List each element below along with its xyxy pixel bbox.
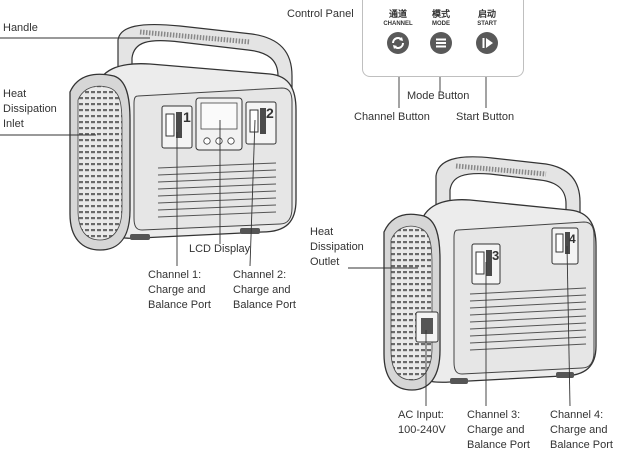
label-mode-button: Mode Button [407, 90, 470, 102]
front-handle-grip [139, 29, 251, 45]
start-button[interactable]: 启动 START [466, 10, 508, 54]
back-lower-vents [469, 287, 587, 351]
label-ac-input: AC Input:100-240V [398, 409, 446, 436]
back-device [383, 156, 597, 391]
channel-button-cn: 通道 [388, 10, 407, 20]
start-button-en: START [477, 21, 497, 27]
label-channel-button: Channel Button [354, 111, 430, 123]
mode-button-en: MODE [432, 21, 450, 27]
front-lower-vents [157, 162, 277, 218]
channel-cycle-icon [387, 32, 409, 54]
port-number-4: 4 [569, 232, 576, 246]
front-device [69, 23, 297, 251]
channel-button[interactable]: 通道 CHANNEL [377, 10, 419, 54]
front-lcd-knob-2 [215, 137, 223, 145]
port-number-1: 1 [183, 109, 191, 125]
label-start-button: Start Button [456, 111, 515, 123]
start-button-cn: 启动 [477, 10, 496, 20]
front-lcd-screen [200, 102, 238, 130]
front-lcd-knob-3 [227, 137, 235, 145]
port-number-2: 2 [266, 105, 274, 121]
label-lcd-display: LCD Display [189, 243, 251, 255]
channel-button-en: CHANNEL [383, 21, 413, 27]
label-control-panel: Control Panel [287, 8, 354, 20]
front-side-grille [77, 85, 123, 241]
front-lcd-knob-1 [203, 137, 211, 145]
port-number-3: 3 [492, 248, 500, 263]
mode-button-cn: 模式 [431, 10, 450, 20]
control-panel: 通道 CHANNEL 模式 MODE 启动 START [362, 0, 524, 77]
mode-button[interactable]: 模式 MODE [420, 10, 462, 54]
leader-lines [0, 17, 571, 407]
start-play-icon [476, 32, 498, 54]
label-handle: Handle [3, 22, 38, 34]
mode-list-icon [430, 32, 452, 54]
